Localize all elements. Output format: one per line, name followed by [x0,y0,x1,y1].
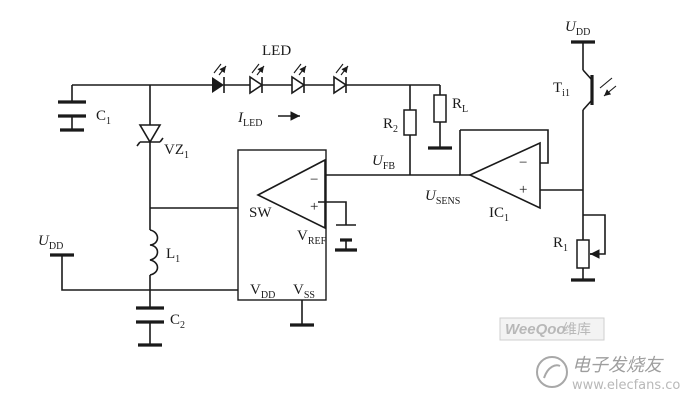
svg-text:维库: 维库 [563,322,591,338]
label-vdd: VDD [250,282,275,301]
label-led: LED [262,43,291,59]
comparator-sw [256,158,326,230]
label-udd-left: UDD [38,233,63,252]
label-c1: C1 [96,108,111,127]
inductor-l1 [149,229,159,276]
opamp-plus-sign: + [519,182,527,198]
label-iled: ILED [237,110,262,129]
comparator-minus-sign: − [310,172,318,188]
watermark-weeqoo: WeeQoo 维库 [499,317,605,341]
led-diode-1 [195,64,228,93]
label-vz1: VZ1 [164,142,189,161]
label-l1: L1 [166,246,180,265]
opamp-minus-sign: − [519,155,527,171]
resistor-rl [433,94,447,123]
capacitor-c1 [58,100,86,118]
opamp-ic1 [468,141,541,210]
zener-diode-vz1 [136,124,164,158]
potentiometer-r1 [576,239,600,269]
watermark-elecfans: 电子发烧友 www.elecfans.com [536,355,681,393]
svg-text:www.elecfans.com: www.elecfans.com [572,378,681,393]
led-diode-3 [282,64,312,95]
label-r2: R2 [383,116,398,135]
led-diode-2 [240,64,270,95]
label-vref: VREF [297,228,327,247]
label-t1: Ti1 [553,80,570,99]
label-usens: USENS [425,188,460,207]
label-rl: RL [452,96,468,115]
vref-battery [335,224,357,252]
wires [61,42,606,345]
label-c2: C2 [170,312,185,331]
phototransistor-t1 [582,69,617,111]
comparator-plus-sign: + [310,199,318,215]
label-udd-top: UDD [565,19,590,38]
label-ufb: UFB [372,153,395,172]
label-vss: VSS [293,282,315,301]
capacitor-c2 [136,306,164,324]
elecfans-logo-icon [536,356,568,388]
svg-text:WeeQoo: WeeQoo [505,321,566,338]
svg-text:电子发烧友: 电子发烧友 [572,355,664,376]
led-diode-4 [324,64,354,95]
resistor-r2 [403,109,417,136]
switching-regulator-block [237,149,327,301]
label-sw: SW [249,205,272,221]
led-string [195,64,354,95]
label-ic1: IC1 [489,205,509,224]
label-r1: R1 [553,235,568,254]
